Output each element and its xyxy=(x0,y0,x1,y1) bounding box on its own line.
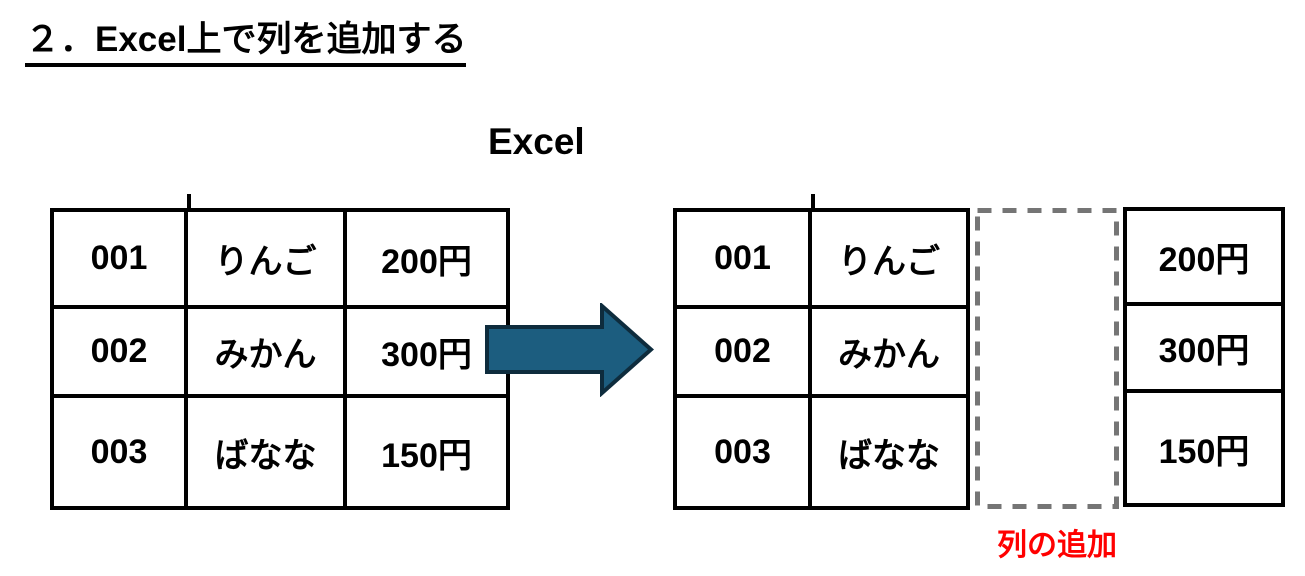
table-cell: 150円 xyxy=(347,398,506,506)
dashed-rect xyxy=(975,208,1119,509)
table-cell: 003 xyxy=(677,398,812,506)
table-cell: 300円 xyxy=(1127,306,1281,393)
table-cell: 200円 xyxy=(1127,211,1281,306)
new-column-label: 列の追加 xyxy=(997,529,1117,562)
result-table: 001 りんご 002 みかん 003 ばなな xyxy=(673,208,970,510)
table-cell: 150円 xyxy=(1127,393,1281,503)
excel-label: Excel xyxy=(488,121,585,162)
table-cell: 001 xyxy=(54,212,188,309)
table-cell: 200円 xyxy=(347,212,506,309)
table-cell: 300円 xyxy=(347,309,506,398)
table-cell: 002 xyxy=(54,309,188,398)
right-arrow-shape xyxy=(485,303,655,397)
price-column-table: 200円 300円 150円 xyxy=(1123,207,1285,507)
table-cell: 001 xyxy=(677,212,812,309)
column-divider-tick xyxy=(187,194,191,208)
table-cell: りんご xyxy=(812,212,966,309)
right-arrow-icon xyxy=(485,303,655,397)
table-cell: りんご xyxy=(188,212,347,309)
column-divider-tick xyxy=(811,194,815,208)
table-cell: みかん xyxy=(812,309,966,398)
new-column-placeholder xyxy=(975,208,1119,509)
table-cell: 002 xyxy=(677,309,812,398)
page-title: ２．Excel上で列を追加する xyxy=(25,20,467,68)
table-cell: みかん xyxy=(188,309,347,398)
table-cell: ばなな xyxy=(812,398,966,506)
table-cell: 003 xyxy=(54,398,188,506)
table-cell: ばなな xyxy=(188,398,347,506)
source-table: 001 りんご 200円 002 みかん 300円 003 ばなな 150円 xyxy=(50,208,510,510)
